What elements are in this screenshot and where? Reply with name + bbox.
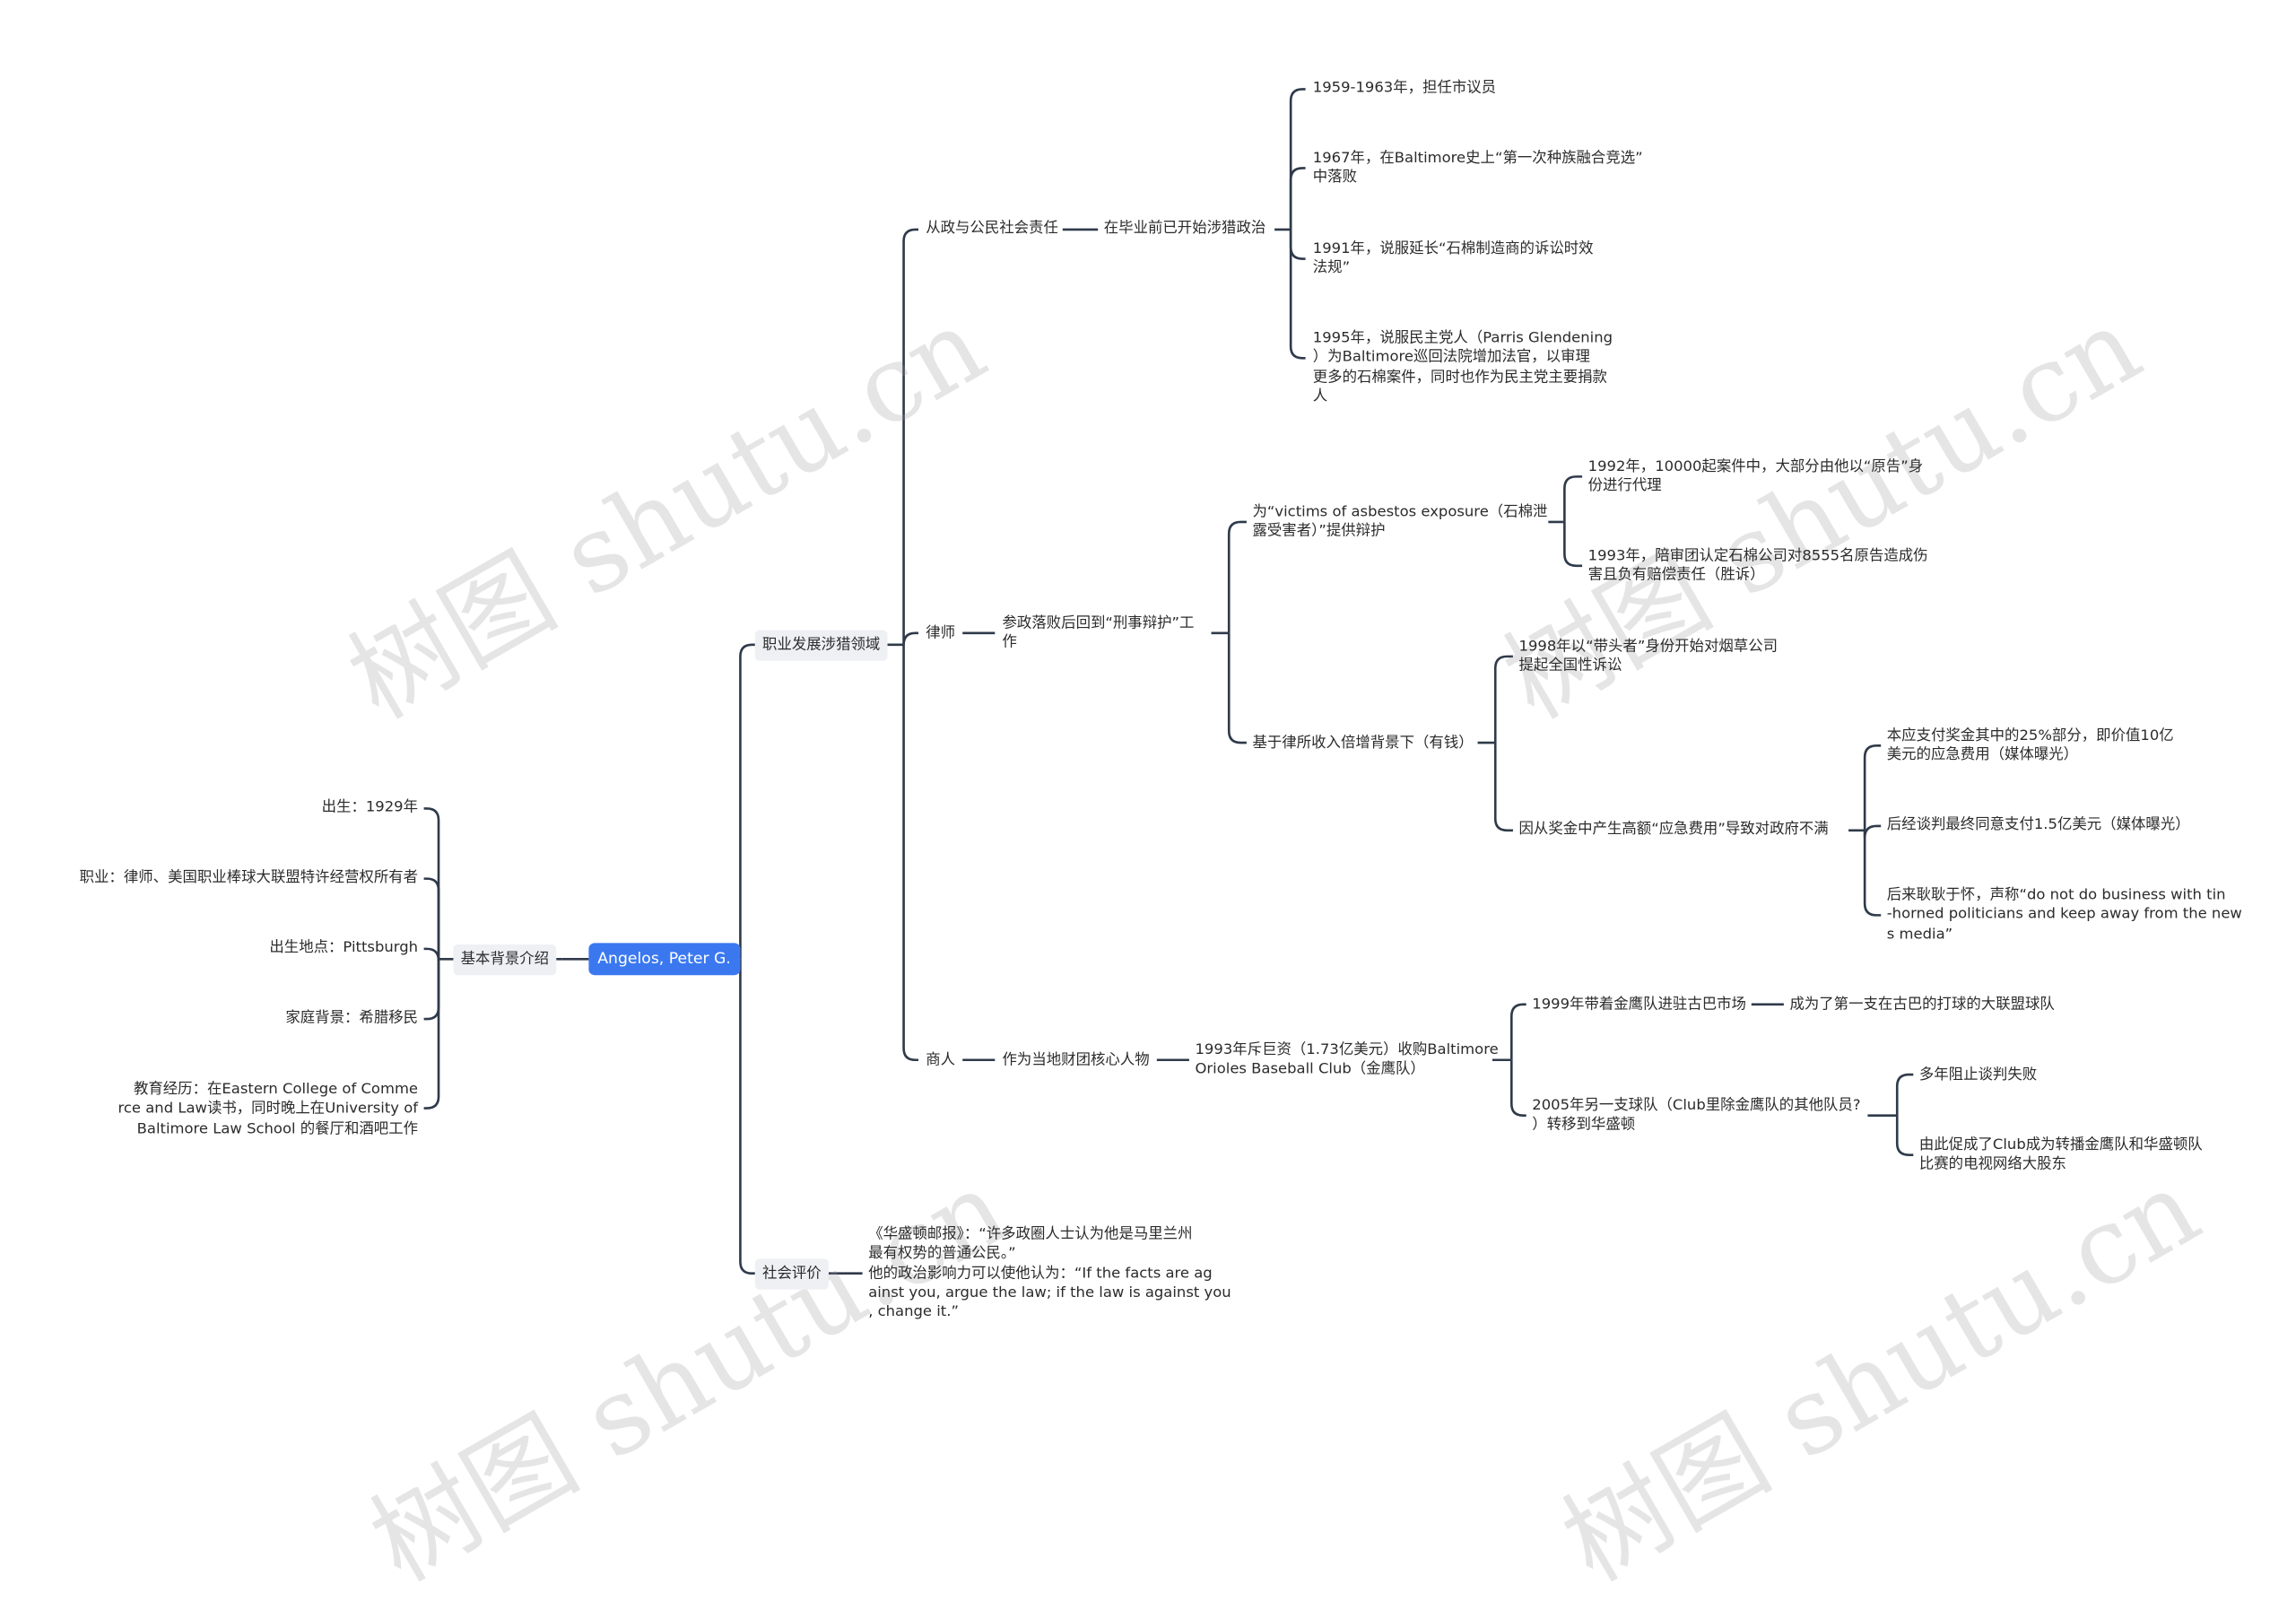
politics-item-1967[interactable]: 1967年，在Baltimore史上“第一次种族融合竞选” 中落败 bbox=[1312, 150, 1643, 187]
politics-item-1959[interactable]: 1959-1963年，担任市议员 bbox=[1312, 80, 1497, 97]
contingency-fee-node[interactable]: 因从奖金中产生高额“应急费用”导致对政府不满 bbox=[1518, 822, 1829, 838]
asbestos-bracket-link bbox=[1563, 475, 1583, 522]
asbestos-item-1992[interactable]: 1992年，10000起案件中，大部分由他以“原告”身 份进行代理 bbox=[1587, 458, 1924, 495]
occupation-node[interactable]: 职业：律师、美国职业棒球大联盟特许经营权所有者 bbox=[79, 869, 419, 886]
politics-item-1995[interactable]: 1995年，说服民主党人（Parris Glendening ）为Baltimo… bbox=[1312, 330, 1613, 405]
washington-move-node[interactable]: 2005年另一支球队（Club里除金鹰队的其他队员? ）转移到华盛顿 bbox=[1532, 1098, 1861, 1134]
income-node[interactable]: 基于律所收入倍增背景下（有钱） bbox=[1252, 735, 1474, 752]
lawyer-sub-node[interactable]: 参政落败后回到“刑事辩护”工 作 bbox=[1002, 615, 1195, 651]
business-node[interactable]: 商人 bbox=[926, 1052, 956, 1069]
income-bracket-link bbox=[1493, 743, 1513, 832]
politics-item-1991[interactable]: 1991年，说服延长“石棉制造商的诉讼时效 法规” bbox=[1312, 240, 1594, 277]
root-right-link bbox=[739, 959, 755, 1275]
orioles-bracket-link bbox=[1509, 1003, 1526, 1060]
education-node[interactable]: 教育经历：在Eastern College of Comme rce and L… bbox=[117, 1082, 419, 1137]
asbestos-item-1993[interactable]: 1993年，陪审团认定石棉公司对8555名原告造成伤 害且负有赔偿责任（胜诉） bbox=[1587, 548, 1928, 584]
fee-item-quote[interactable]: 后来耿耿于怀，声称“do not do business with tin -h… bbox=[1886, 887, 2242, 943]
root-node[interactable]: Angelos, Peter G. bbox=[588, 943, 740, 976]
connector-lines bbox=[423, 88, 1914, 1275]
lawyer-node[interactable]: 律师 bbox=[926, 625, 956, 642]
washington-bracket-link bbox=[1895, 1115, 1914, 1157]
washington-item-blocked[interactable]: 多年阻止谈判失败 bbox=[1918, 1066, 2038, 1083]
fee-bracket-link bbox=[1863, 744, 1882, 831]
orioles-acquisition-node[interactable]: 1993年斥巨资（1.73亿美元）收购Baltimore Orioles Bas… bbox=[1195, 1042, 1499, 1078]
background-intro-node[interactable]: 基本背景介绍 bbox=[453, 944, 557, 976]
tobacco-lawsuit-node[interactable]: 1998年以“带头者”身份开始对烟草公司 提起全国性诉讼 bbox=[1518, 639, 1779, 674]
family-background-node[interactable]: 家庭背景：希腊移民 bbox=[285, 1010, 419, 1027]
fee-item-25pct[interactable]: 本应支付奖金其中的25%部分，即价值10亿 美元的应急费用（媒体曝光） bbox=[1886, 727, 2174, 764]
income-bracket-link bbox=[1493, 655, 1513, 744]
fee-item-settlement[interactable]: 后经谈判最终同意支付1.5亿美元（媒体曝光） bbox=[1886, 817, 2190, 834]
washington-item-network[interactable]: 由此促成了Club成为转播金鹰队和华盛顿队 比赛的电视网络大股东 bbox=[1918, 1137, 2203, 1173]
cuba-result-node[interactable]: 成为了第一支在古巴的打球的大联盟球队 bbox=[1789, 996, 2055, 1014]
washington-bracket-link bbox=[1895, 1073, 1914, 1116]
orioles-bracket-link bbox=[1509, 1059, 1526, 1117]
politics-items-link bbox=[1289, 229, 1306, 260]
fee-bracket-link bbox=[1863, 830, 1882, 917]
politics-items-link bbox=[1289, 88, 1306, 230]
politics-node[interactable]: 从政与公民社会责任 bbox=[926, 221, 1058, 238]
fee-bracket-link bbox=[1863, 824, 1882, 839]
business-sub-node[interactable]: 作为当地财团核心人物 bbox=[1002, 1052, 1150, 1069]
politics-items-link bbox=[1289, 229, 1306, 360]
asbestos-bracket-link bbox=[1563, 521, 1583, 568]
career-bracket-link bbox=[902, 228, 918, 645]
lawyer-bracket-link bbox=[1227, 520, 1247, 633]
politics-items-link bbox=[1289, 167, 1306, 230]
cuba-market-node[interactable]: 1999年带着金鹰队进驻古巴市场 bbox=[1532, 996, 1746, 1014]
left-bracket-link bbox=[423, 807, 440, 960]
left-bracket-link bbox=[423, 959, 440, 1021]
career-bracket-link bbox=[902, 644, 918, 1062]
left-bracket-link bbox=[423, 947, 440, 961]
birthplace-node[interactable]: 出生地点：Pittsburgh bbox=[269, 940, 419, 957]
birth-year-node[interactable]: 出生：1929年 bbox=[321, 799, 419, 816]
left-bracket-link bbox=[423, 877, 440, 960]
career-fields-node[interactable]: 职业发展涉猎领域 bbox=[754, 630, 888, 661]
asbestos-defense-node[interactable]: 为“victims of asbestos exposure（石棉泄 露受害者）… bbox=[1252, 504, 1548, 540]
social-quote-node[interactable]: 《华盛顿邮报》：“许多政圈人士认为他是马里兰州 最有权势的普通公民。” 他的政治… bbox=[868, 1226, 1231, 1321]
root-right-link bbox=[739, 643, 755, 960]
career-bracket-link bbox=[902, 631, 918, 645]
social-evaluation-node[interactable]: 社会评价 bbox=[754, 1258, 829, 1290]
lawyer-bracket-link bbox=[1227, 632, 1247, 744]
left-bracket-link bbox=[423, 959, 440, 1110]
politics-sub-node[interactable]: 在毕业前已开始涉猎政治 bbox=[1103, 221, 1266, 238]
mind-map-canvas: 树图 shutu.cn 树图 shutu.cn 树图 shutu.cn 树图 s… bbox=[79, 80, 2242, 1605]
